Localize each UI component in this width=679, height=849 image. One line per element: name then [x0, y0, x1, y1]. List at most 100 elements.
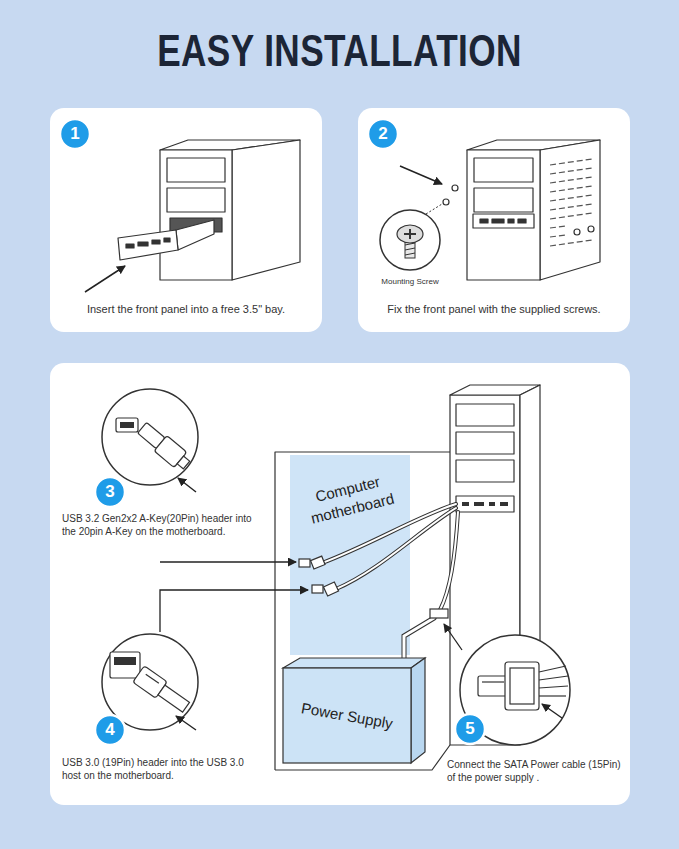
illustration-part	[232, 140, 300, 280]
illustration-part	[116, 418, 138, 432]
node-text: Power Supply	[290, 696, 404, 735]
illustration-part	[550, 159, 592, 165]
illustration-part	[542, 704, 562, 718]
illustration-part	[500, 502, 508, 506]
illustration-part	[405, 253, 415, 255]
illustration-part	[85, 266, 125, 292]
illustration-part	[426, 204, 442, 214]
illustration-part	[467, 140, 600, 280]
illustration-part	[452, 185, 458, 191]
illustration-part	[118, 230, 178, 260]
illustration-part	[467, 150, 540, 280]
illustration-part	[275, 452, 450, 770]
illustration-part	[540, 140, 600, 280]
illustration-part	[136, 420, 193, 473]
illustration-part	[518, 219, 526, 223]
illustration-part	[508, 219, 514, 223]
illustration-part	[380, 210, 440, 270]
illustration-part	[456, 496, 514, 512]
illustration-part	[444, 624, 462, 650]
illustration-part	[95, 715, 125, 745]
illustration-part	[138, 242, 148, 246]
illustration-part	[550, 177, 592, 183]
illustration-part	[588, 226, 594, 232]
illustration-part	[146, 674, 159, 683]
illustration-part	[440, 512, 458, 610]
illustration-part	[95, 477, 125, 507]
illustration-part	[574, 229, 580, 235]
illustration-part	[492, 219, 504, 223]
illustration-part	[489, 502, 495, 506]
illustration-part	[480, 219, 488, 223]
illustration-part	[120, 422, 134, 428]
illustration-part	[539, 666, 566, 672]
callout-number: 2	[368, 119, 398, 149]
illustration-part	[505, 662, 539, 710]
illustration-part	[474, 158, 533, 182]
illustration-part	[160, 561, 296, 562]
illustration-part	[550, 186, 592, 192]
illustration-part	[404, 229, 416, 239]
illustration-part	[474, 188, 533, 212]
step-card: Insert the front panel into a free 3.5" …	[50, 108, 322, 332]
illustration-part	[299, 559, 310, 567]
illustration-part	[474, 502, 484, 506]
illustration-part	[50, 363, 630, 805]
node-text: Insert the front panel into a free 3.5" …	[62, 302, 310, 316]
illustration-part	[405, 243, 415, 255]
motherboard-area: Computer motherboard	[290, 455, 410, 655]
illustration-part	[539, 686, 568, 688]
caption-text: USB 3.0 (19Pin) header into the USB 3.0 …	[62, 756, 262, 782]
illustration-part	[478, 662, 568, 710]
illustration-part	[176, 716, 196, 730]
illustration-part	[160, 590, 308, 632]
caption-text: Connect the SATA Power cable (15Pin) of …	[447, 758, 625, 784]
illustration-part	[404, 618, 434, 658]
illustration-part	[411, 658, 425, 763]
illustration-part	[118, 140, 300, 280]
illustration-part	[443, 185, 594, 235]
illustration-part	[456, 432, 514, 454]
node-text: Computer motherboard	[295, 467, 405, 530]
illustration-part	[404, 618, 434, 658]
illustration-part	[358, 108, 630, 332]
illustration-part	[283, 556, 448, 763]
illustration-part	[550, 240, 592, 246]
illustration-part	[178, 478, 196, 492]
illustration-part	[322, 504, 458, 658]
illustration-part	[336, 508, 456, 589]
illustration-part	[462, 502, 508, 506]
illustration-part	[152, 240, 160, 244]
callout-number: 5	[455, 714, 485, 744]
caption-text: Mounting Screw	[375, 277, 445, 287]
illustration-part	[550, 168, 592, 174]
illustration-part	[440, 512, 458, 610]
illustration-part	[456, 404, 514, 426]
power-supply-box: Power Supply	[283, 668, 411, 763]
illustration-part	[323, 582, 338, 596]
illustration-part	[158, 685, 189, 712]
illustration-part	[160, 562, 462, 650]
illustration-part	[114, 657, 136, 665]
illustration-part	[133, 666, 192, 716]
illustration-part	[50, 108, 322, 332]
illustration-part	[60, 119, 485, 745]
illustration-part	[397, 225, 423, 243]
illustration-part	[550, 159, 592, 246]
illustration-part	[430, 609, 448, 618]
illustration-part	[550, 204, 592, 210]
callout-number: 4	[95, 715, 125, 745]
illustration-part	[550, 235, 566, 237]
illustration-part	[550, 213, 592, 219]
illustration-part	[550, 226, 566, 228]
illustration-part	[176, 220, 214, 250]
illustration-part	[311, 556, 325, 569]
illustration-part	[312, 585, 323, 593]
illustration-part	[409, 229, 411, 239]
illustration-part	[177, 456, 190, 469]
illustration-part	[510, 668, 534, 704]
illustration-part	[368, 119, 398, 149]
title: EASY INSTALLATION	[68, 26, 611, 76]
illustration-part	[283, 668, 411, 763]
callout-number: 1	[60, 119, 90, 149]
